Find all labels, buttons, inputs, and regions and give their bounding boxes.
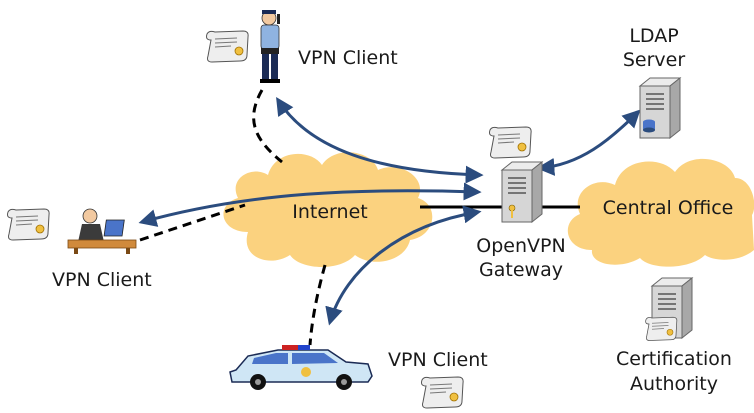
ldap-server-icon [639, 77, 681, 139]
central-office-label: Central Office [603, 197, 734, 219]
ldap-server-label-line2: Server [623, 49, 685, 71]
certificate-icon-left-client [7, 208, 50, 241]
vpn-client-bottom-label: VPN Client [388, 349, 488, 371]
vpn-client-left-label: VPN Client [52, 269, 152, 291]
central-office-cloud [567, 158, 754, 267]
dashed-link-bottom-client [308, 264, 327, 346]
openvpn-gateway-server-icon [501, 161, 543, 223]
ldap-server-label-line1: LDAP [629, 25, 678, 47]
openvpn-gateway-label-line1: OpenVPN [476, 235, 565, 257]
internet-label: Internet [292, 201, 367, 223]
certification-authority-label-line1: Certification [616, 348, 732, 370]
office-worker-laptop-icon [67, 208, 137, 254]
certificate-icon-bottom-client [421, 376, 464, 409]
certificate-icon-top-client [206, 30, 249, 63]
police-officer-icon [260, 10, 280, 83]
certificate-icon-gateway [489, 126, 532, 159]
openvpn-gateway-label-line2: Gateway [479, 259, 563, 281]
ldap-arrow [536, 109, 641, 176]
certificate-icon-ca [645, 316, 678, 341]
certification-authority-label-line2: Authority [630, 373, 718, 395]
vpn-client-top-label: VPN Client [298, 47, 398, 69]
police-car-icon [229, 345, 373, 390]
tunnel-arrow-bottom-client [325, 205, 482, 326]
tunnel-arrow-left-client [138, 182, 482, 227]
tunnel-arrow-top-client [276, 96, 484, 184]
